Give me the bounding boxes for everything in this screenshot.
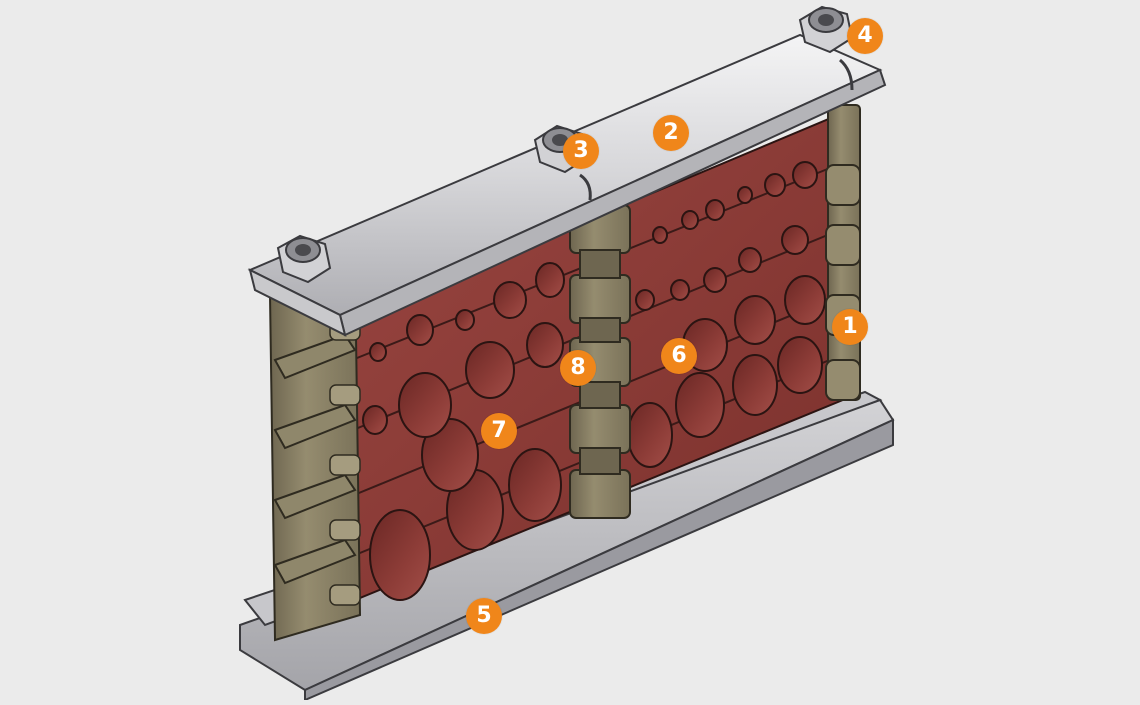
callout-marker: 2: [653, 115, 689, 151]
left-end-packing: [268, 263, 362, 642]
callout-marker: 3: [563, 133, 599, 169]
right-end-packing: [825, 104, 861, 401]
callout-marker: 1: [832, 309, 868, 345]
cable-holes: [362, 161, 826, 601]
nut-right: [798, 5, 854, 91]
callout-marker: 5: [466, 598, 502, 634]
callout-marker: 6: [661, 338, 697, 374]
callout-marker: 7: [481, 413, 517, 449]
callout-marker: 8: [560, 350, 596, 386]
callout-marker: 4: [847, 18, 883, 54]
top-compression-bar: [247, 33, 887, 337]
nut-left: [276, 234, 332, 284]
